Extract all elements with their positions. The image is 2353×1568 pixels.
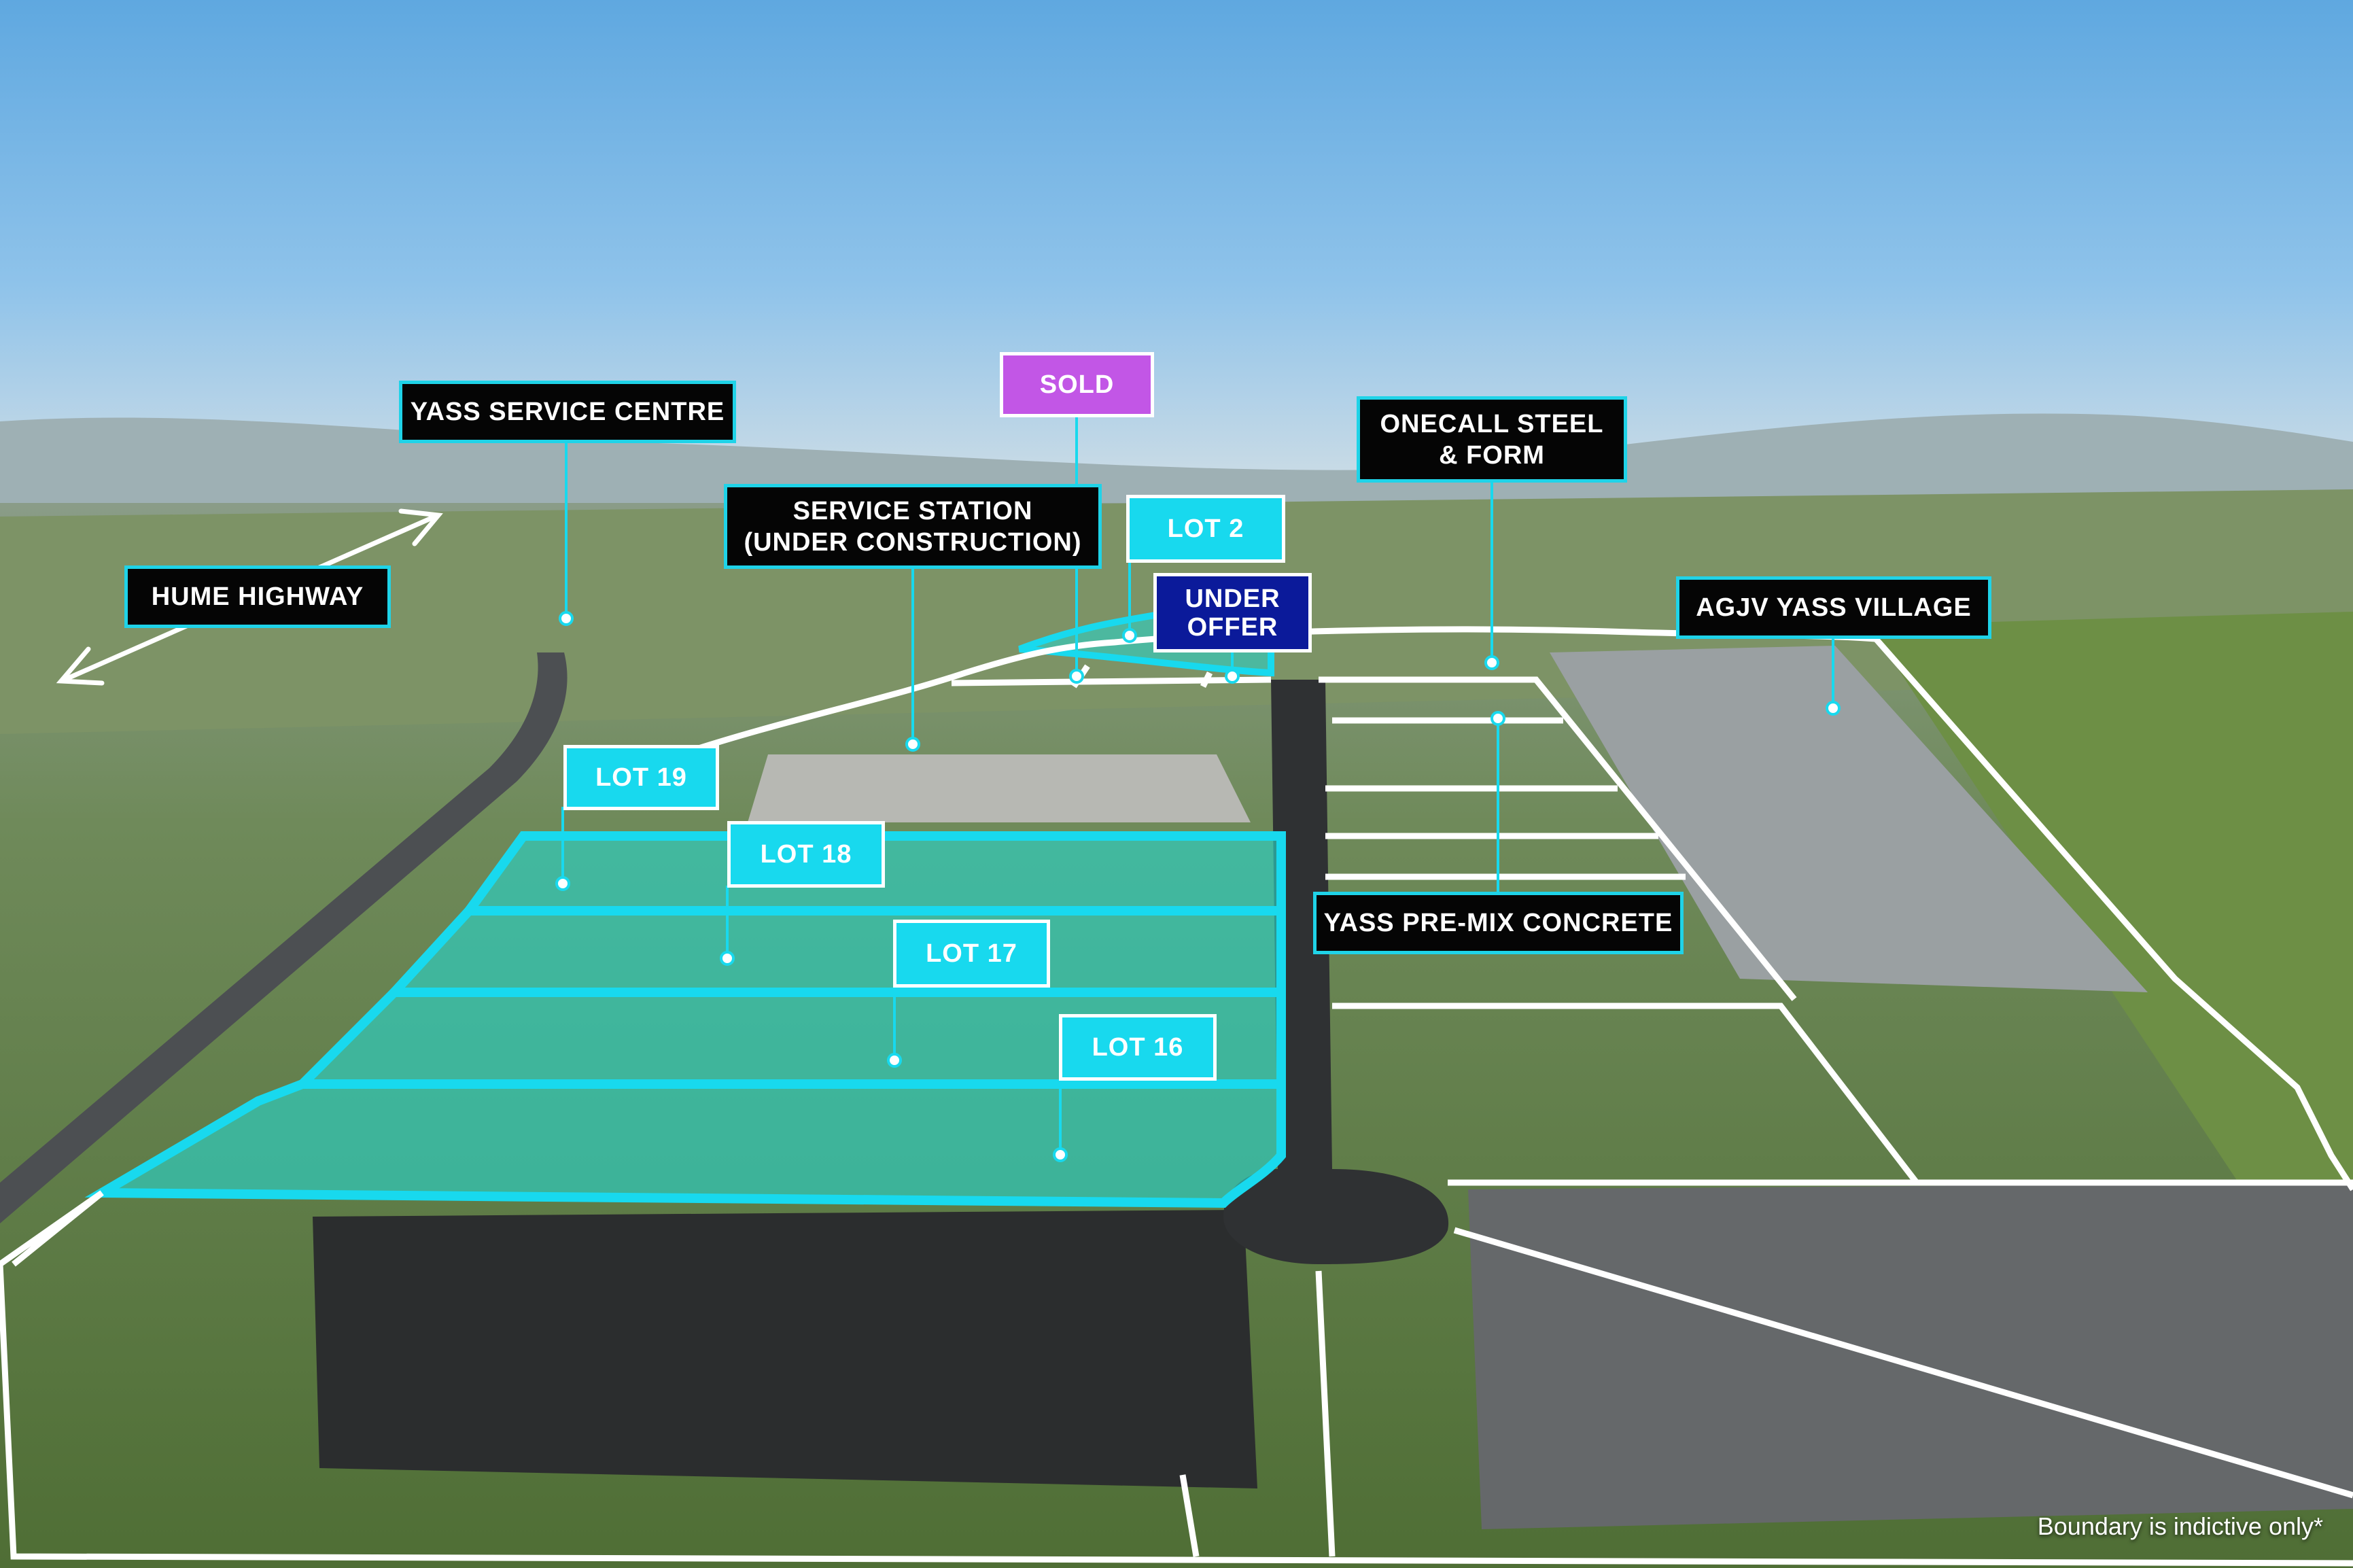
lot-18-area[interactable] [383,906,1286,997]
paved-lot [1468,1183,2353,1529]
lot-2-label: LOT 2 [1126,495,1285,563]
under-offer-line1: UNDER [1185,584,1280,613]
lot-19-label: LOT 19 [563,745,719,810]
service-station-slab [748,754,1251,822]
hume-highway-road [0,652,568,1223]
callout-leaders [555,416,1841,1162]
service-station-label-line2: (UNDER CONSTRUCTION) [744,527,1082,557]
industrial-yard [1550,646,2148,992]
lot-16-area[interactable] [84,1079,1286,1208]
sold-tag: SOLD [1000,352,1154,417]
boundary-disclaimer: Boundary is indictive only* [2037,1512,2323,1540]
right-pasture [1869,612,2353,1291]
under-offer-line2: OFFER [1187,612,1278,642]
yass-service-centre-label: YASS SERVICE CENTRE [399,381,736,443]
storage-yard [313,1210,1257,1488]
service-station-label: SERVICE STATION (UNDER CONSTRUCTION) [724,484,1102,569]
agjv-yass-village-label: AGJV YASS VILLAGE [1676,576,1991,639]
onecall-steel-label: ONECALL STEEL & FORM [1357,396,1627,483]
lot-17-label: LOT 17 [893,920,1050,988]
lot-18-label: LOT 18 [727,821,885,888]
sky [0,0,2353,476]
onecall-steel-line2: & FORM [1439,440,1545,470]
yass-premix-concrete-label: YASS PRE-MIX CONCRETE [1313,892,1684,954]
service-station-label-line1: SERVICE STATION [792,496,1033,525]
lot-16-label: LOT 16 [1059,1014,1217,1081]
onecall-steel-line1: ONECALL STEEL [1380,409,1604,438]
under-offer-tag: UNDER OFFER [1153,573,1312,652]
hume-highway-label: HUME HIGHWAY [124,565,391,628]
